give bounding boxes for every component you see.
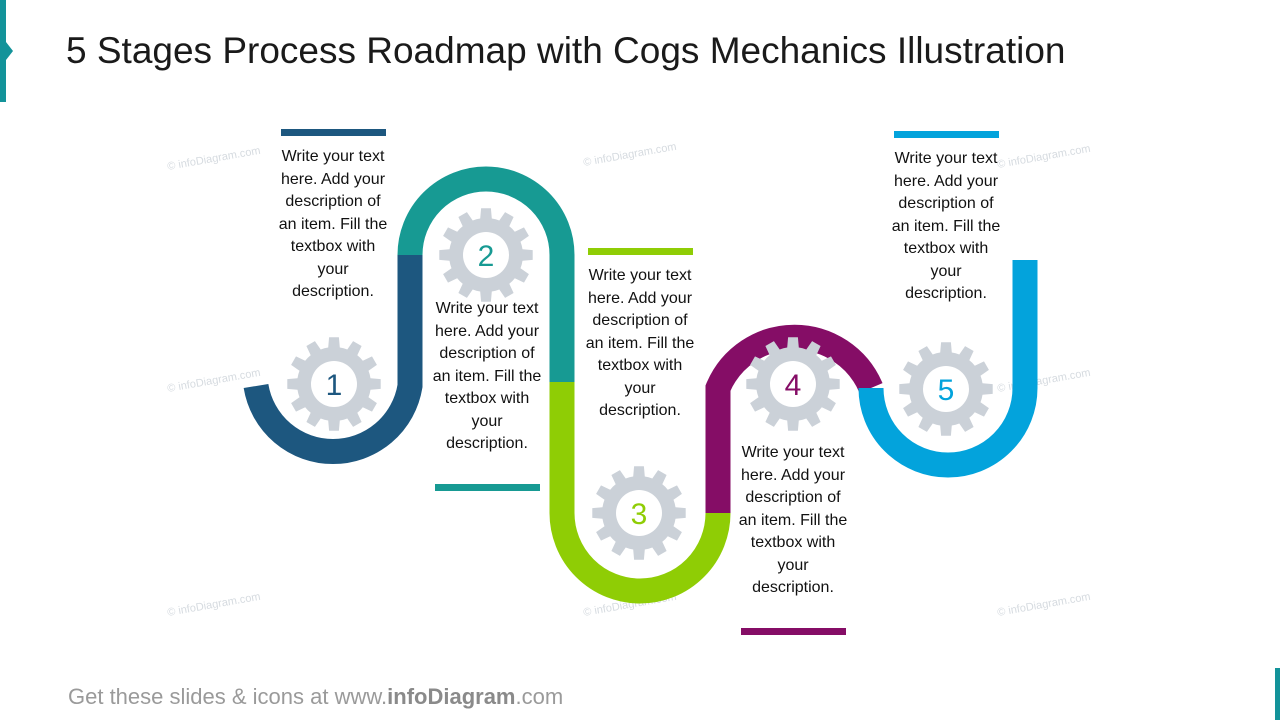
footer-brand: infoDiagram [387,684,516,709]
cogs: 1 2 3 4 5 [287,208,993,560]
stage-1-description: Write your text here. Add your descripti… [278,148,388,300]
cog-hub [311,361,357,407]
stage-4-cog: 4 [746,337,840,431]
path-segment-2 [397,166,575,382]
watermark: © infoDiagram.com [996,143,1091,171]
path-segment-5 [858,260,1038,478]
stage-3-description: Write your text here. Add your descripti… [585,267,695,419]
stage-2-cog: 2 [439,208,533,302]
stage-4-number: 4 [785,369,802,402]
stage-3-cog: 3 [592,466,686,560]
cog-hub [616,490,662,536]
cog-hub [770,361,816,407]
footer-suffix: .com [515,684,564,709]
watermark: © infoDiagram.com [996,591,1091,619]
slide-title: 5 Stages Process Roadmap with Cogs Mecha… [66,30,1066,71]
cog-hub [463,232,509,278]
stage-markers [281,129,999,635]
stage-1-marker [281,129,386,136]
footer: Get these slides & icons at www.infoDiag… [68,684,563,710]
stage-5-cog: 5 [899,342,993,436]
stage-5-marker [894,131,999,138]
stage-3-marker [588,248,693,255]
stage-2-marker [435,484,540,491]
stage-5-number: 5 [938,374,955,407]
title-accent-bar [0,0,6,102]
stage-4-description: Write your text here. Add your descripti… [738,444,848,596]
stage-3-number: 3 [631,498,648,531]
corner-accent [1275,668,1280,720]
stage-4-marker [741,628,846,635]
watermark: © infoDiagram.com [166,145,261,173]
stage-2-description: Write your text here. Add your descripti… [432,300,542,452]
stage-1-cog: 1 [287,337,381,431]
path-segment-1 [243,255,423,465]
watermark: © infoDiagram.com [582,141,677,169]
title-accent-notch [6,42,13,60]
stage-1-number: 1 [326,369,343,402]
cog-hub [923,366,969,412]
watermark: © infoDiagram.com [166,591,261,619]
stage-2-number: 2 [478,240,495,273]
path-segment-3 [549,382,731,604]
footer-prefix: Get these slides & icons at www. [68,684,388,709]
stage-5-description: Write your text here. Add your descripti… [891,150,1001,302]
watermark: © infoDiagram.com [996,367,1091,395]
